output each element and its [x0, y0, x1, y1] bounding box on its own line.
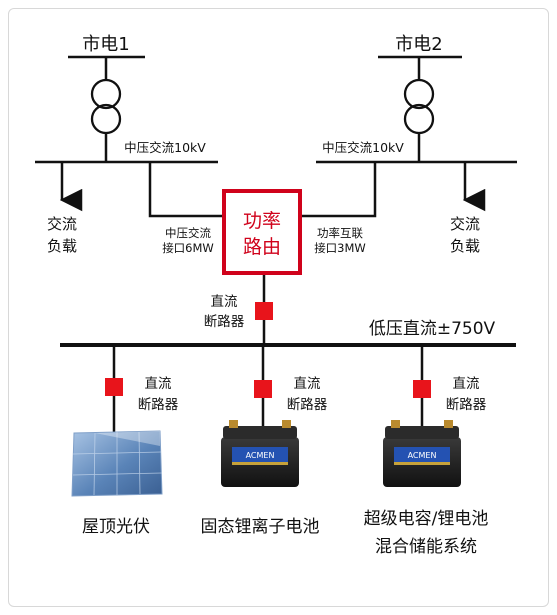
- hybrid-label-line2: 混合储能系统: [375, 537, 477, 557]
- labels: 市电1 市电2 中压交流10kV 中压交流10kV 交流 负载 交流 负载 中压…: [47, 34, 496, 557]
- breaker-hybrid: [413, 380, 431, 398]
- transformer-2-icon: [403, 78, 435, 135]
- interface-left-line2: 接口6MW: [162, 241, 214, 255]
- grid-2-bus-label: 中压交流10kV: [322, 140, 404, 155]
- pv-label: 屋顶光伏: [82, 517, 150, 537]
- breaker-hybrid-line1: 直流: [453, 376, 480, 392]
- grid-1-bus-label: 中压交流10kV: [124, 140, 206, 155]
- grid-2-label: 市电2: [395, 34, 442, 55]
- grid-1-label: 市电1: [82, 34, 129, 55]
- power-router-line1: 功率: [243, 210, 281, 232]
- battery-icon: ACMEN: [221, 420, 299, 487]
- hybrid-battery-icon: ACMEN: [383, 420, 461, 487]
- breaker-main-line2: 断路器: [204, 314, 245, 330]
- breaker-battery-line2: 断路器: [287, 397, 328, 413]
- breaker-pv-line1: 直流: [145, 376, 172, 392]
- battery-brand: ACMEN: [246, 451, 275, 460]
- power-router-line2: 路由: [243, 236, 281, 258]
- breaker-pv-line2: 断路器: [138, 397, 179, 413]
- breaker-hybrid-line2: 断路器: [446, 397, 487, 413]
- mv-interface-right-line: [300, 162, 377, 218]
- hybrid-label-line1: 超级电容/锂电池: [364, 509, 489, 529]
- transformer-1-icon: [90, 78, 122, 135]
- battery-label: 固态锂离子电池: [201, 517, 320, 537]
- solar-panel-icon: [71, 430, 163, 497]
- breaker-battery-line1: 直流: [294, 376, 321, 392]
- interface-left-line1: 中压交流: [165, 226, 211, 240]
- interface-right-line2: 接口3MW: [314, 241, 366, 255]
- ac-load-left-line1: 交流: [47, 215, 77, 233]
- ac-load-left-line2: 负载: [47, 237, 77, 255]
- hybrid-battery-brand: ACMEN: [408, 451, 437, 460]
- ac-load-right-line2: 负载: [450, 237, 480, 255]
- breaker-battery: [254, 380, 272, 398]
- breaker-main: [255, 302, 273, 320]
- interface-right-line1: 功率互联: [317, 226, 363, 240]
- dc-bus-label: 低压直流±750V: [369, 319, 496, 339]
- wiring: [35, 55, 517, 432]
- breaker-pv: [105, 378, 123, 396]
- power-router-box: [222, 189, 302, 275]
- mv-interface-left-line: [148, 162, 224, 218]
- ac-load-right-line1: 交流: [450, 215, 480, 233]
- breaker-main-line1: 直流: [211, 294, 238, 310]
